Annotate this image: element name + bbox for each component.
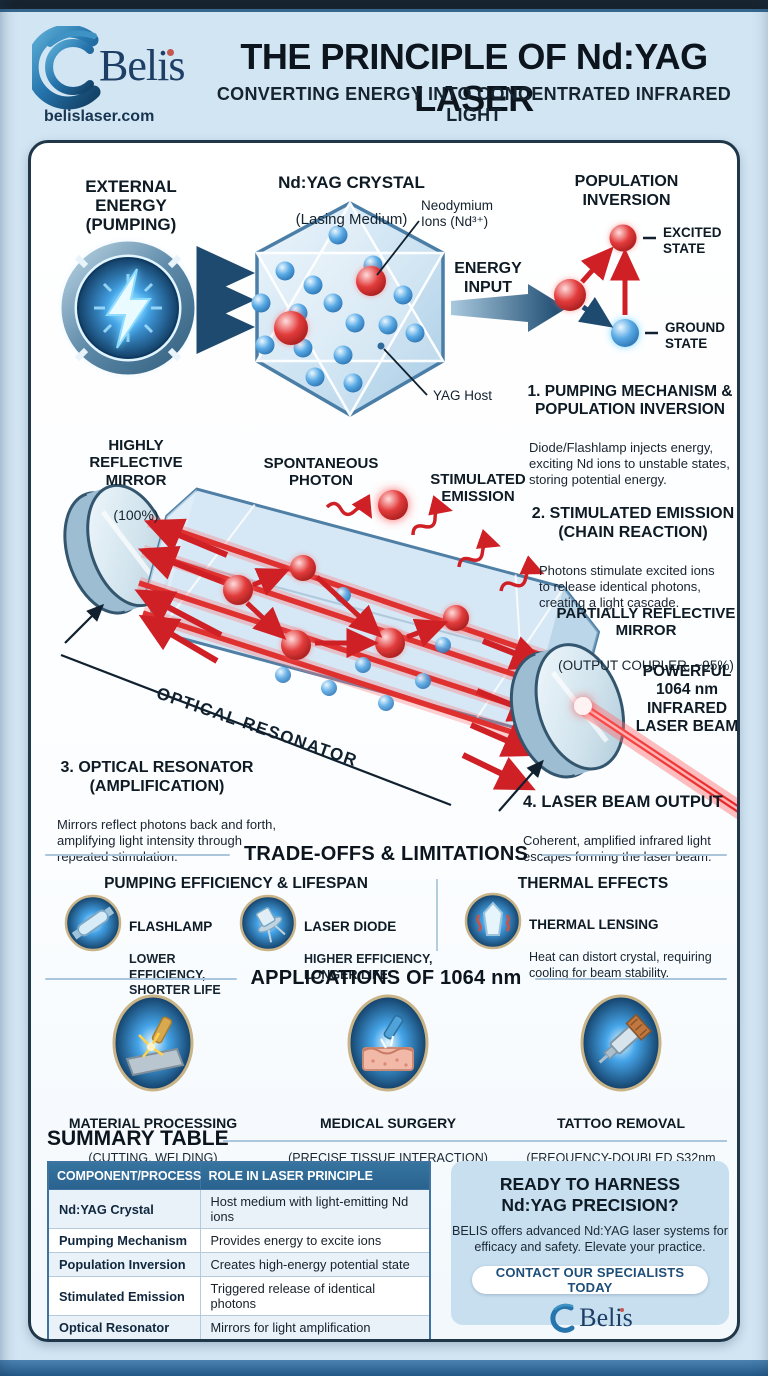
cta-logo-icon: [550, 1303, 575, 1333]
page-title: THE PRINCIPLE OF Nd:YAG LASER: [240, 36, 708, 119]
step-3-desc: Mirrors reflect photons back and forth, …: [57, 817, 276, 865]
neodymium-ions-label: Neodymium Ions (Nd³⁺): [421, 198, 494, 230]
excited-state-label: EXCITED STATE: [663, 225, 722, 256]
external-energy-badge: [56, 236, 200, 380]
lightning-icon: [105, 268, 152, 349]
right-mirror-label: PARTIALLY REFLECTIVE MIRROR (OUTPUT COUP…: [543, 587, 737, 691]
top-strip-accent: [0, 9, 768, 12]
population-inversion-title: POPULATION INVERSION: [574, 173, 679, 209]
step-2-desc: Photons stimulate excited ions to releas…: [539, 563, 715, 611]
skin-laser-icon: [347, 994, 429, 1092]
flashlamp-item: FLASHLAMP LOWER EFFICIENCY, SHORTER LIFE: [129, 901, 255, 1017]
step-1-title: 1. PUMPING MECHANISM & POPULATION INVERS…: [527, 383, 733, 418]
flashlamp-icon: [64, 894, 122, 952]
thermal-lensing-desc: Heat can distort crystal, requiring cool…: [529, 950, 712, 980]
thermal-lensing-item: THERMAL LENSING Heat can distort crystal…: [529, 899, 734, 999]
step-4-block: 4. LASER BEAM OUTPUT Coherent, amplified…: [523, 775, 737, 883]
external-energy-label: EXTERNAL ENERGY (PUMPING): [85, 177, 177, 235]
step-3-block: 3. OPTICAL RESONATOR (AMPLIFICATION) Mir…: [57, 741, 309, 883]
population-inversion-diagram: [554, 224, 658, 347]
logo-dot: [619, 1307, 624, 1312]
laser-diode-item: LASER DIODE HIGHER EFFICIENCY, LONGER LI…: [304, 901, 434, 1001]
welding-icon: [112, 994, 194, 1092]
logo-dot: [167, 49, 174, 56]
step-1-desc: Diode/Flashlamp injects energy, exciting…: [529, 439, 730, 488]
top-strip: [0, 0, 768, 9]
diagram-art: [56, 200, 737, 1092]
spontaneous-photon-label: SPONTANEOUS PHOTON: [263, 455, 379, 490]
tradeoffs-divider: TRADE-OFFS & LIMITATIONS: [45, 843, 727, 866]
laser-diode-desc: HIGHER EFFICIENCY, LONGER LIFE: [304, 952, 433, 982]
thermal-lensing-icon: [464, 892, 522, 950]
step-4-desc: Coherent, amplified infrared light escap…: [523, 833, 712, 865]
col-header-component: COMPONENT/PROCESS: [47, 1161, 201, 1190]
summary-table: COMPONENT/PROCESS ROLE IN LASER PRINCIPL…: [47, 1161, 431, 1343]
content-panel: EXTERNAL ENERGY (PUMPING) Nd:YAG CRYSTAL…: [28, 140, 740, 1342]
yag-host-label: YAG Host: [433, 388, 493, 403]
energy-input-arrow: [451, 284, 567, 332]
ground-state-label: GROUND STATE: [665, 320, 725, 351]
cta-desc: BELIS offers advanced Nd:YAG laser syste…: [451, 1224, 729, 1255]
page-subtitle: CONVERTING ENERGY INTO CONCENTRATED INFR…: [216, 84, 732, 125]
left-mirror-label: HIGHLY REFLECTIVE MIRROR (100%): [63, 419, 209, 541]
thermal-lensing-name: THERMAL LENSING: [529, 917, 659, 932]
website-url[interactable]: belislaser.com: [44, 108, 155, 125]
table-header-row: COMPONENT/PROCESS ROLE IN LASER PRINCIPL…: [47, 1161, 431, 1190]
table-row: Stimulated Emission Triggered release of…: [47, 1276, 431, 1316]
summary-title: SUMMARY TABLE: [47, 1127, 229, 1150]
output-beam: [574, 697, 737, 820]
cta-card: READY TO HARNESS Nd:YAG PRECISION? BELIS…: [451, 1161, 729, 1333]
table-row: Primary Output Infrared 1064 nm light: [48, 1340, 430, 1343]
right-mirror-title: PARTIALLY REFLECTIVE MIRROR: [556, 605, 736, 640]
summary-title-line: [223, 1140, 727, 1142]
step-2-title: 2. STIMULATED EMISSION (CHAIN REACTION): [531, 505, 735, 541]
nd-ion-sphere: [274, 311, 308, 345]
excited-ions: [223, 555, 469, 711]
crystal-subtitle: (Lasing Medium): [295, 211, 408, 228]
table-row: Population Inversion Creates high-energy…: [47, 1252, 431, 1277]
col-header-role: ROLE IN LASER PRINCIPLE: [199, 1161, 431, 1190]
tradeoffs-divider-vertical: [436, 879, 438, 951]
pump-arrows: [196, 246, 255, 354]
cta-logo-text: Belis: [579, 1302, 633, 1332]
excited-state-sphere: [609, 224, 637, 252]
belis-logo-icon[interactable]: [32, 26, 110, 110]
step-4-title: 4. LASER BEAM OUTPUT: [523, 793, 723, 811]
photon-wave-arrows: [325, 493, 545, 592]
reflected-arrows: [134, 518, 233, 664]
table-row: Pumping Mechanism Provides energy to exc…: [47, 1228, 431, 1253]
cta-logo: Belis: [451, 1302, 729, 1334]
step-1-block: 1. PUMPING MECHANISM & POPULATION INVERS…: [517, 365, 737, 506]
laser-diode-icon: [239, 894, 297, 952]
step-3-title: 3. OPTICAL RESONATOR (AMPLIFICATION): [60, 759, 254, 795]
table-row: Nd:YAG Crystal Host medium with light-em…: [47, 1189, 431, 1229]
applications-title: APPLICATIONS OF 1064 nm: [250, 967, 522, 989]
applications-divider: APPLICATIONS OF 1064 nm: [45, 967, 728, 990]
cta-title: READY TO HARNESS Nd:YAG PRECISION?: [499, 1174, 681, 1215]
tradeoffs-col2-title: THERMAL EFFECTS: [517, 875, 669, 892]
energy-input-label: ENERGY INPUT: [454, 260, 522, 297]
left-mirror-sub: (100%): [113, 507, 159, 524]
crystal-heading: Nd:YAG CRYSTAL (Lasing Medium): [269, 155, 434, 246]
belis-logo-text[interactable]: Belis: [99, 41, 185, 90]
laser-beam-label: POWERFUL 1064 nm INFRARED LASER BEAM: [635, 663, 739, 735]
table-row: Optical Resonator Mirrors for light ampl…: [47, 1315, 431, 1339]
tradeoffs-col1-title: PUMPING EFFICIENCY & LIFESPAN: [104, 875, 368, 892]
right-mirror-sub: (OUTPUT COUPLER, ~95%): [558, 657, 734, 673]
crystal-title: Nd:YAG CRYSTAL: [278, 173, 425, 192]
spontaneous-photon-sphere: [378, 490, 408, 520]
stimulated-emission-label: STIMULATED EMISSION: [430, 471, 526, 506]
ndyag-crystal-icon: [251, 200, 446, 418]
annotation-lines: [60, 603, 544, 812]
tradeoffs-title: TRADE-OFFS & LIMITATIONS: [243, 843, 529, 865]
left-mirror-title: HIGHLY REFLECTIVE MIRROR: [89, 437, 183, 489]
contact-button[interactable]: CONTACT OUR SPECIALISTS TODAY: [472, 1265, 708, 1295]
bottom-bar: [0, 1360, 768, 1376]
step-2-block: 2. STIMULATED EMISSION (CHAIN REACTION) …: [525, 487, 737, 629]
flashlamp-name: FLASHLAMP: [129, 919, 213, 934]
tattoo-machine-icon: [580, 994, 662, 1092]
laser-diode-name: LASER DIODE: [304, 919, 397, 934]
ground-state-sphere: [611, 319, 639, 347]
